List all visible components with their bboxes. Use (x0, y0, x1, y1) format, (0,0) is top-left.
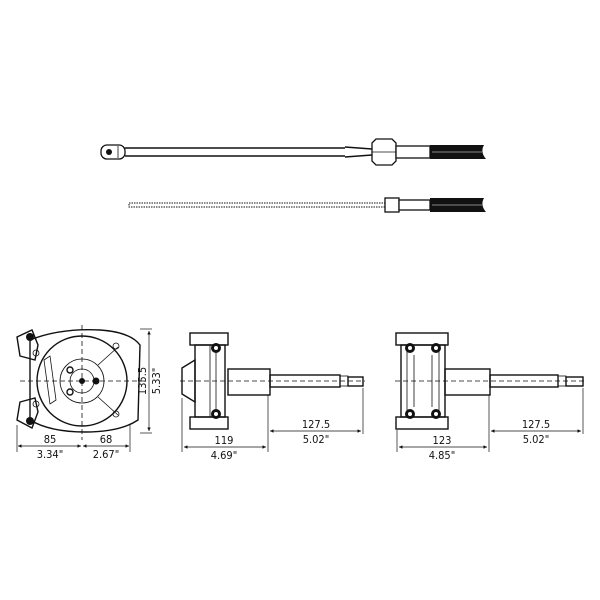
dim-119: 119 (215, 434, 234, 447)
dim-68: 68 (100, 433, 113, 446)
dim-127.5: 127.5 (302, 418, 330, 431)
rack-cable-core (128, 197, 486, 213)
dim-123: 123 (433, 434, 452, 447)
dim-135.5: 135.5 (136, 367, 149, 395)
dim-3.34: 3.34" (37, 448, 64, 461)
dim-4.85: 4.85" (429, 449, 456, 462)
steering-cable-with-eye-end (100, 138, 486, 166)
dim-127.5-2: 127.5 (522, 418, 550, 431)
dim-5.02: 5.02" (303, 433, 330, 446)
dim-2.67: 2.67" (93, 448, 120, 461)
dim-5.33: 5.33" (150, 368, 163, 395)
dim-85: 85 (44, 433, 57, 446)
dim-4.69: 4.69" (211, 449, 238, 462)
helm-side-view-single: 119 4.69" 127.5 5.02" (180, 332, 365, 462)
helm-side-view-dual: 123 4.85" 127.5 5.02" (395, 332, 585, 462)
helm-front-view: 85 3.34" 68 2.67" 135.5 5.33" (16, 325, 163, 461)
dim-5.02-2: 5.02" (523, 433, 550, 446)
